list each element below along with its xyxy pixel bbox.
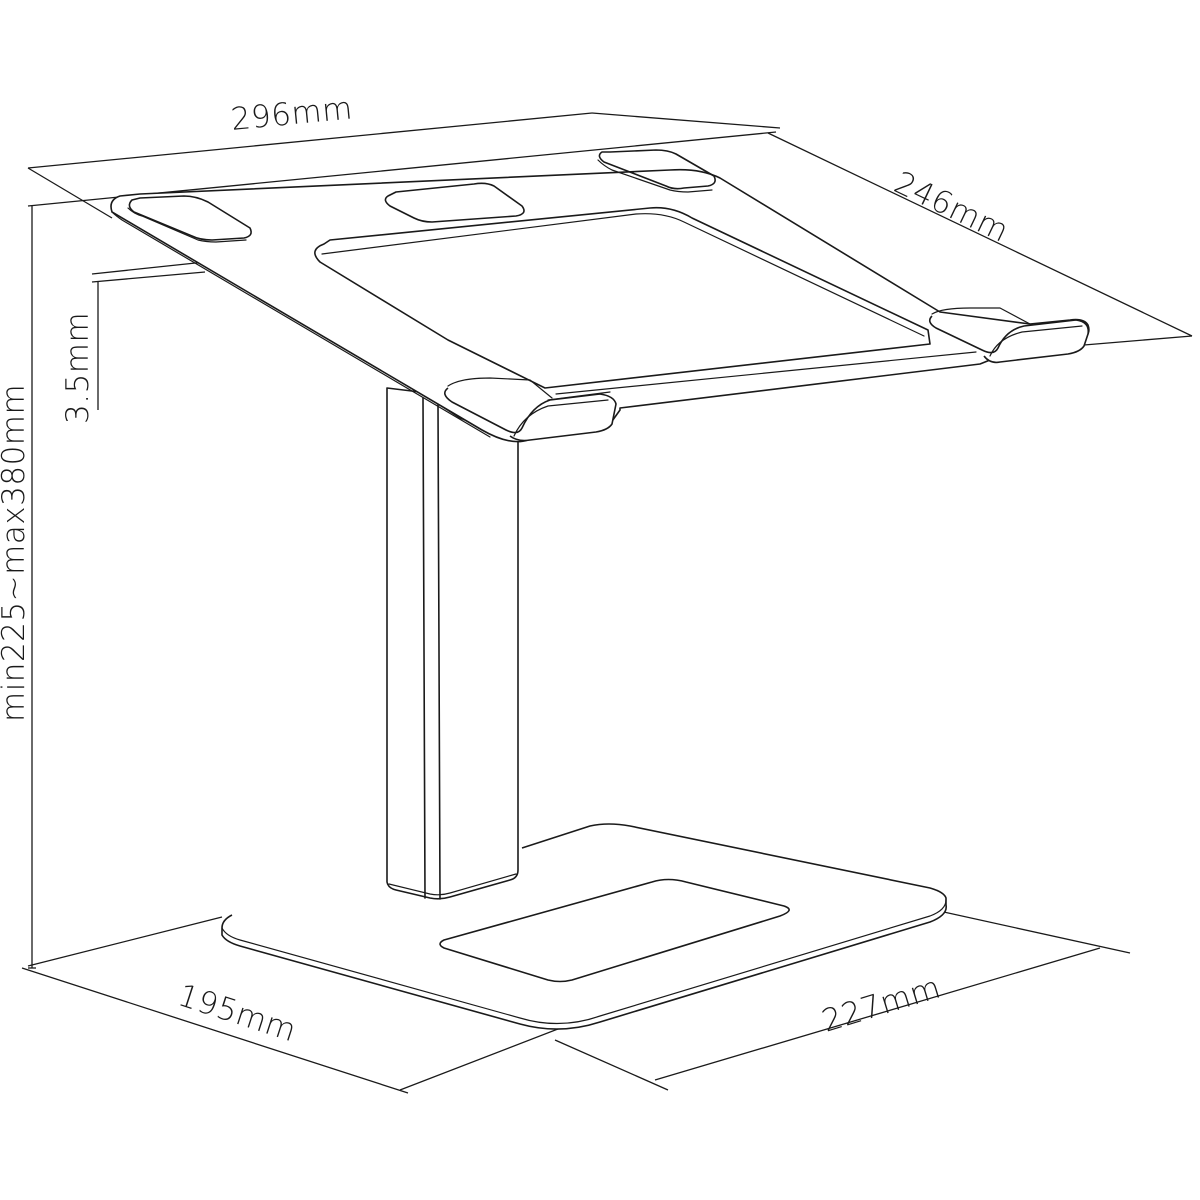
ext-line-296-left: [27, 167, 113, 219]
rubber-pads: [127, 149, 716, 243]
ext-line-227-right: [911, 904, 1131, 954]
ext-line-3.5-top: [91, 261, 206, 275]
ext-line-227-left: [554, 1039, 669, 1091]
label-base-depth: 195mm: [174, 977, 301, 1049]
base-pad: [439, 878, 790, 983]
ext-line-246-front: [1083, 335, 1193, 346]
label-top-width: 296mm: [229, 90, 354, 138]
label-top-depth: 246mm: [889, 165, 1015, 250]
front-lip-left: [444, 387, 617, 442]
base-plate: [221, 823, 947, 1030]
label-height-range: min225~max380mm: [0, 384, 32, 722]
dim-line-195: [21, 967, 409, 1094]
dim-line-246: [767, 132, 1193, 337]
pad-left-rear: [128, 195, 252, 241]
label-base-width: 227mm: [818, 970, 945, 1040]
front-lip-right: [928, 315, 1090, 364]
ext-line-195-left: [27, 916, 223, 967]
ext-line-296-right: [591, 112, 781, 129]
dim-line-296: [27, 112, 593, 169]
pad-right-rear: [598, 149, 716, 190]
ext-line-3.5-bottom: [91, 271, 206, 283]
label-platform-thickness: 3.5mm: [60, 312, 96, 424]
pad-center-rear: [384, 182, 525, 223]
platform: [110, 168, 1090, 443]
dim-line-227: [654, 947, 1101, 1081]
